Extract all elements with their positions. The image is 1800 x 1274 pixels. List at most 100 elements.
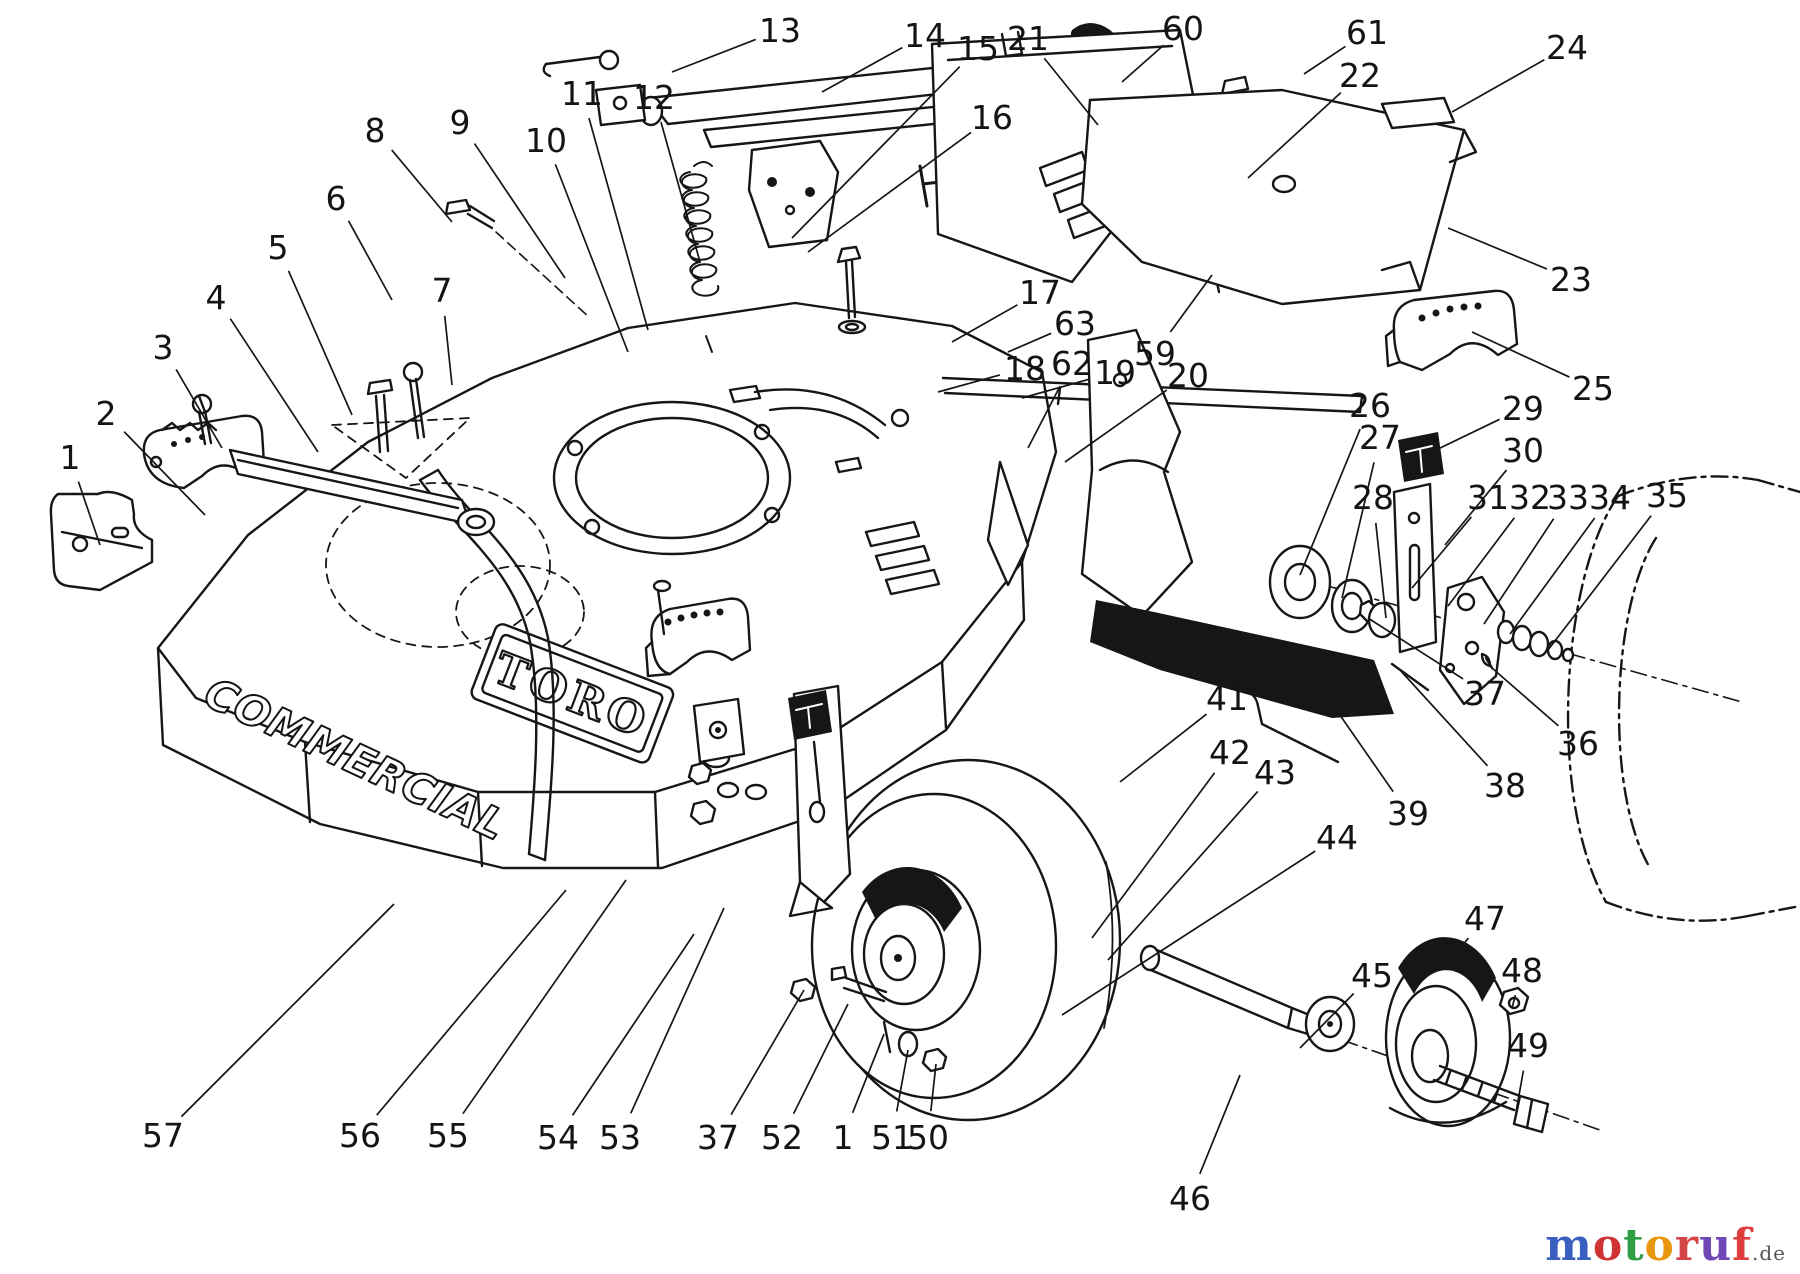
callout-54: 54 [537,1118,579,1157]
tension-spring [679,161,720,353]
leader-line-1 [851,1033,885,1114]
leader-line-63 [1007,332,1052,353]
pivot-bracket [594,83,647,127]
leader-line-57 [180,903,395,1118]
callout-50: 50 [907,1118,949,1157]
leader-line-32 [1447,517,1516,607]
callout-37: 37 [1464,674,1506,713]
callout-13: 13 [759,11,801,50]
leader-line-22 [1247,91,1342,179]
callout-29: 29 [1502,389,1544,428]
callout-30: 30 [1502,431,1544,470]
callout-19: 19 [1094,353,1136,392]
callout-47: 47 [1464,899,1506,938]
leader-line-10 [554,163,629,353]
support-arm-4 [228,448,496,537]
watermark-logo[interactable]: motoruf.de [1545,1224,1786,1268]
leader-line-38 [1399,669,1489,767]
axle-shaft-46 [1139,944,1314,1036]
callout-45: 45 [1351,956,1393,995]
leader-line-2 [123,431,206,516]
bearing-45 [1304,995,1356,1053]
callout-7: 7 [432,271,453,310]
callout-17: 17 [1019,273,1061,312]
leader-line-29 [1435,418,1500,451]
rear-cover-plate [1080,88,1478,306]
callout-15: 15 [957,29,999,68]
callout-49: 49 [1507,1026,1549,1065]
rear-wheel-phantom [1566,475,1800,922]
wheel-hub-cap-47 [1384,937,1512,1128]
carriage-bolt [836,245,867,335]
leader-line-59 [1169,274,1213,333]
hub-washer-stack [1268,544,1397,639]
rod-39 [1241,687,1340,764]
callout-1: 1 [833,1118,854,1157]
watermark-suffix: .de [1752,1241,1786,1265]
leader-line-39 [1334,707,1394,793]
leader-line-61 [1303,45,1346,75]
callout-35: 35 [1646,476,1688,515]
callout-31: 31 [1467,478,1509,517]
callout-37: 37 [697,1118,739,1157]
leader-line-30 [1444,469,1508,546]
callout-4: 4 [206,278,227,317]
leader-line-25 [1471,331,1570,378]
bolt-5 [366,378,394,454]
screw-3 [191,393,213,446]
adjuster-strip-30 [1392,482,1438,654]
callout-33: 33 [1547,478,1589,517]
callout-42: 42 [1209,733,1251,772]
callout-41: 41 [1206,679,1248,718]
leader-line-50 [929,1063,937,1112]
callout-28: 28 [1352,478,1394,517]
leader-line-47 [1451,937,1470,959]
leader-line-14 [821,46,903,93]
wheel-fasteners [789,965,948,1073]
leader-line-18 [937,374,1001,393]
leader-line-42 [1091,772,1216,939]
callout-48: 48 [1501,951,1543,990]
callout-16: 16 [971,98,1013,137]
cotter-pin-36 [1480,652,1494,670]
callout-60: 60 [1162,9,1204,48]
cable-hook [542,49,620,78]
axle-bolt-49 [1432,1064,1550,1134]
watermark-word: motoruf [1545,1220,1752,1271]
callout-44: 44 [1316,818,1358,857]
callout-43: 43 [1254,753,1296,792]
axle-washers-31-35 [1496,619,1575,663]
front-wheel [810,758,1122,1122]
leader-line-15 [791,65,961,239]
leader-line-34 [1509,517,1596,635]
leader-line-17 [951,304,1018,343]
callout-1: 1 [60,438,81,477]
brand-plate: TORO [470,623,675,764]
callout-34: 34 [1589,478,1631,517]
leader-line-1 [77,481,101,546]
comb-bracket-53 [644,579,752,799]
callout-63: 63 [1054,304,1096,343]
callout-38: 38 [1484,766,1526,805]
leader-line-53 [629,907,725,1114]
leader-line-52 [792,1003,849,1115]
callout-32: 32 [1509,478,1551,517]
wheel-bracket [689,684,852,918]
callout-53: 53 [599,1118,641,1157]
callout-55: 55 [427,1116,469,1155]
screw-7 [402,361,426,440]
pivot-plate-38 [1390,575,1506,706]
leader-line-62 [1027,385,1061,449]
callout-14: 14 [904,16,946,55]
leader-line-26 [1299,428,1361,576]
leader-line-4 [229,318,319,453]
callout-2: 2 [96,394,117,433]
callout-25: 25 [1572,369,1614,408]
callout-6: 6 [326,179,347,218]
callout-11: 11 [561,74,603,113]
leader-line-16 [807,131,972,253]
leader-line-27 [1341,462,1375,599]
leader-line-8 [391,149,453,223]
callout-9: 9 [450,103,471,142]
leader-line-6 [347,220,393,301]
